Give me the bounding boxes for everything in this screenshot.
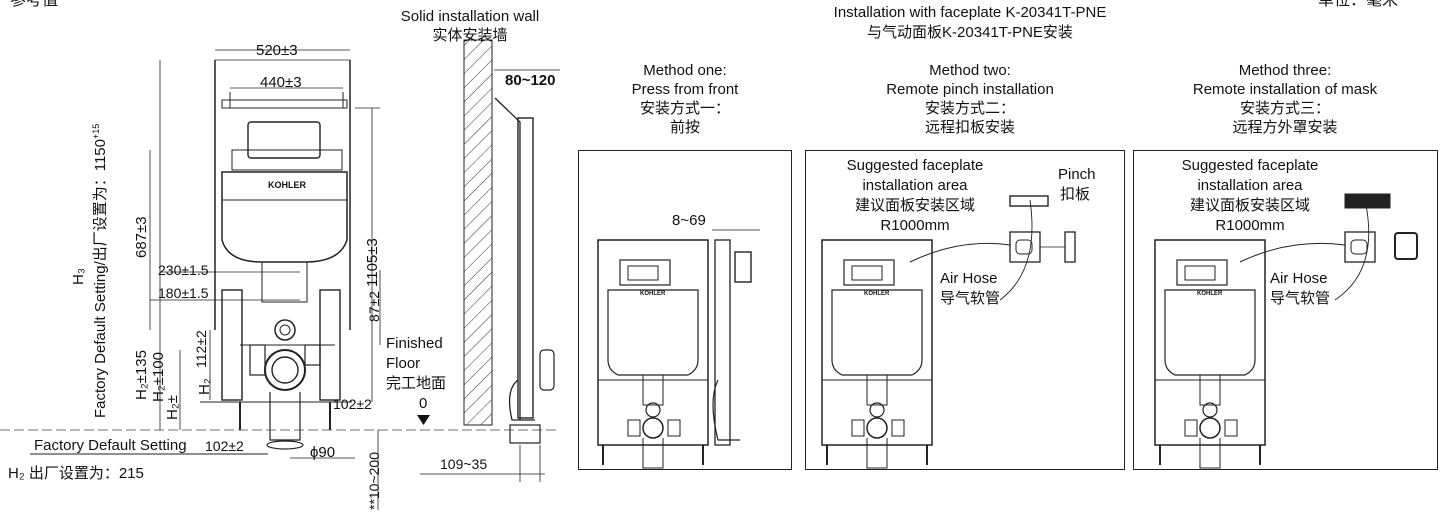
factory-line1: Factory Default Setting <box>34 437 187 454</box>
dim-230: 230±1.5 <box>158 262 209 278</box>
floor-cn: 完工地面 <box>386 375 447 392</box>
dim-h3: H₃ <box>70 268 87 285</box>
dim-h2: H₂ <box>196 378 213 395</box>
method-three-panel <box>1133 150 1438 470</box>
method2-hose-en: Air Hose <box>940 270 998 287</box>
dim-112: 112±2 <box>193 330 209 368</box>
dim-1105: 1105±3 <box>364 238 381 287</box>
method2-cn1: 安装方式二： <box>924 100 1015 117</box>
dim-687: 687±3 <box>133 216 150 258</box>
method2-cn2: 远程扣板安装 <box>924 119 1015 136</box>
method2-area-en2: installation area <box>862 177 968 194</box>
floor-en1: Finished <box>386 335 443 352</box>
kohler-logo-2: KOHLER <box>864 291 890 297</box>
floor-zero: 0 <box>419 395 428 412</box>
dim-10-200: **10~200 <box>366 451 382 510</box>
method3-area-en2: installation area <box>1197 177 1303 194</box>
kohler-logo-1: KOHLER <box>640 291 666 297</box>
reference-value-label: 参考值 <box>10 0 59 9</box>
method2-en2: Remote pinch installation <box>886 81 1054 98</box>
method3-radius: R1000mm <box>1215 217 1285 234</box>
method3-hose-cn: 导气软管 <box>1270 290 1331 307</box>
dim-520: 520±3 <box>256 42 298 59</box>
method3-en2: Remote installation of mask <box>1192 81 1378 98</box>
dim-1150: Factory Default Setting/出厂设置为：1150+15 <box>91 123 109 418</box>
method1-dim: 8~69 <box>672 212 706 229</box>
dim-h2-pm: H₂± <box>164 395 181 420</box>
method1-cn2: 前按 <box>669 119 700 136</box>
method2-area-cn: 建议面板安装区域 <box>854 197 975 214</box>
unit-label: 单位：毫米 <box>1318 0 1399 9</box>
method1-cn1: 安装方式一： <box>639 100 730 117</box>
method3-en1: Method three: <box>1238 62 1332 79</box>
method3-cn1: 安装方式三： <box>1239 100 1330 117</box>
method3-cn2: 远程方外罩安装 <box>1232 119 1338 136</box>
method-one-panel <box>578 150 792 470</box>
wall-depth-dim: 80~120 <box>505 72 556 89</box>
kohler-logo-3: KOHLER <box>1197 291 1223 297</box>
method1-en2: Press from front <box>631 81 739 98</box>
method1-en1: Method one: <box>643 62 727 79</box>
method-two-panel <box>805 150 1125 470</box>
wall-label-cn: 实体安装墙 <box>432 27 508 44</box>
dim-87: 87±2 <box>366 290 382 322</box>
dim-440: 440±3 <box>260 74 302 91</box>
method2-en1: Method two: <box>929 62 1011 79</box>
kohler-logo-main: KOHLER <box>268 180 306 190</box>
dim-h2-135: H₂±135 <box>133 350 150 400</box>
dim-102-left: 102±2 <box>205 438 244 454</box>
dim-180: 180±1.5 <box>158 285 209 301</box>
method2-pinch-cn: 扣板 <box>1060 186 1091 203</box>
wall-label-en: Solid installation wall <box>400 8 540 25</box>
method2-pinch-en: Pinch <box>1058 166 1096 183</box>
factory-line2: H₂ 出厂设置为：215 <box>8 465 144 482</box>
floor-en2: Floor <box>386 355 421 372</box>
method3-hose-en: Air Hose <box>1270 270 1328 287</box>
method3-area-cn: 建议面板安装区域 <box>1189 197 1310 214</box>
method2-hose-cn: 导气软管 <box>940 290 1001 307</box>
header-line2: 与气动面板K-20341T-PNE安装 <box>867 24 1073 41</box>
dim-102-right: 102±2 <box>333 396 372 412</box>
header-line1: Installation with faceplate K-20341T-PNE <box>833 4 1107 21</box>
dim-phi90: ϕ90 <box>310 444 336 461</box>
method3-area-en1: Suggested faceplate <box>1181 157 1319 174</box>
dim-109-35: 109~35 <box>440 456 488 472</box>
method2-radius: R1000mm <box>880 217 950 234</box>
method2-area-en1: Suggested faceplate <box>846 157 984 174</box>
